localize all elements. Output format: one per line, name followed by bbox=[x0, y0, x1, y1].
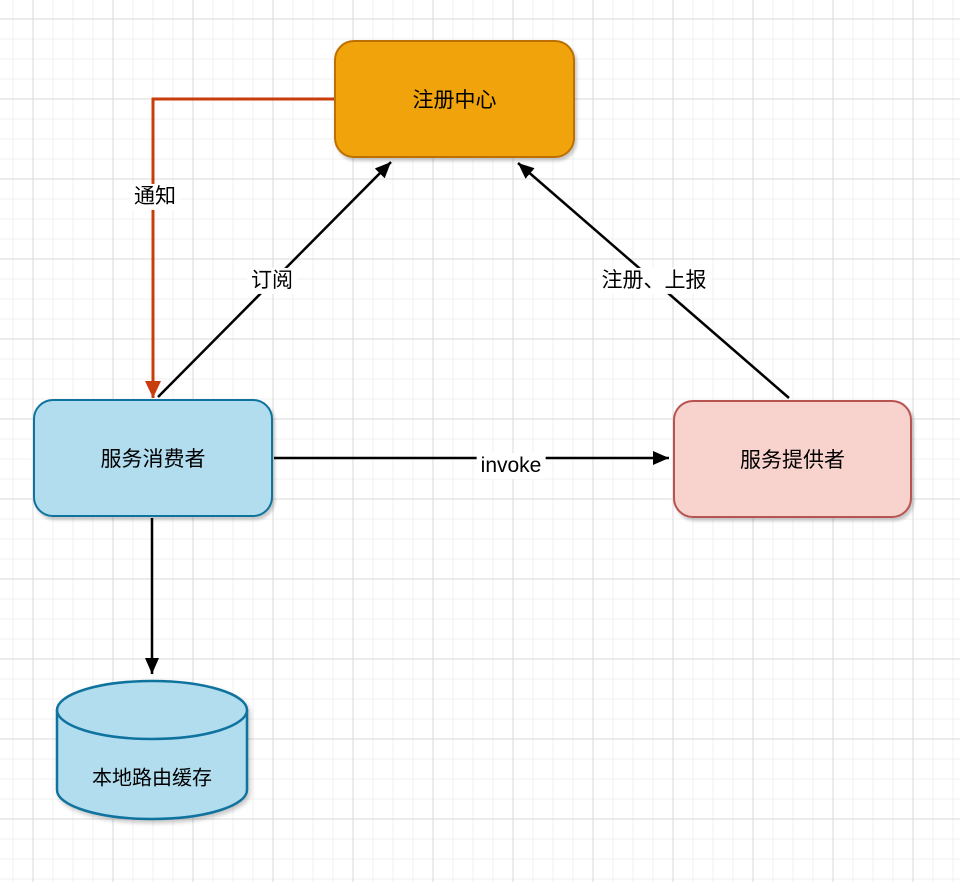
edge-subscribe-label: 订阅 bbox=[247, 267, 297, 295]
edge-notify-label: 通知 bbox=[130, 183, 180, 211]
node-consumer-label: 服务消费者 bbox=[100, 448, 206, 471]
edge-register-report-label: 注册、上报 bbox=[597, 267, 711, 295]
node-cache-label: 本地路由缓存 bbox=[92, 767, 212, 790]
node-provider-label: 服务提供者 bbox=[740, 449, 845, 472]
cache-cylinder-shape bbox=[55, 679, 249, 821]
edge-invoke-label: invoke bbox=[476, 452, 546, 480]
node-service-consumer: 服务消费者 bbox=[33, 399, 273, 517]
node-registry-label: 注册中心 bbox=[412, 89, 497, 112]
node-registry-center: 注册中心 bbox=[334, 40, 575, 158]
node-service-provider: 服务提供者 bbox=[673, 400, 912, 518]
edge-notify-arrow bbox=[145, 97, 334, 398]
